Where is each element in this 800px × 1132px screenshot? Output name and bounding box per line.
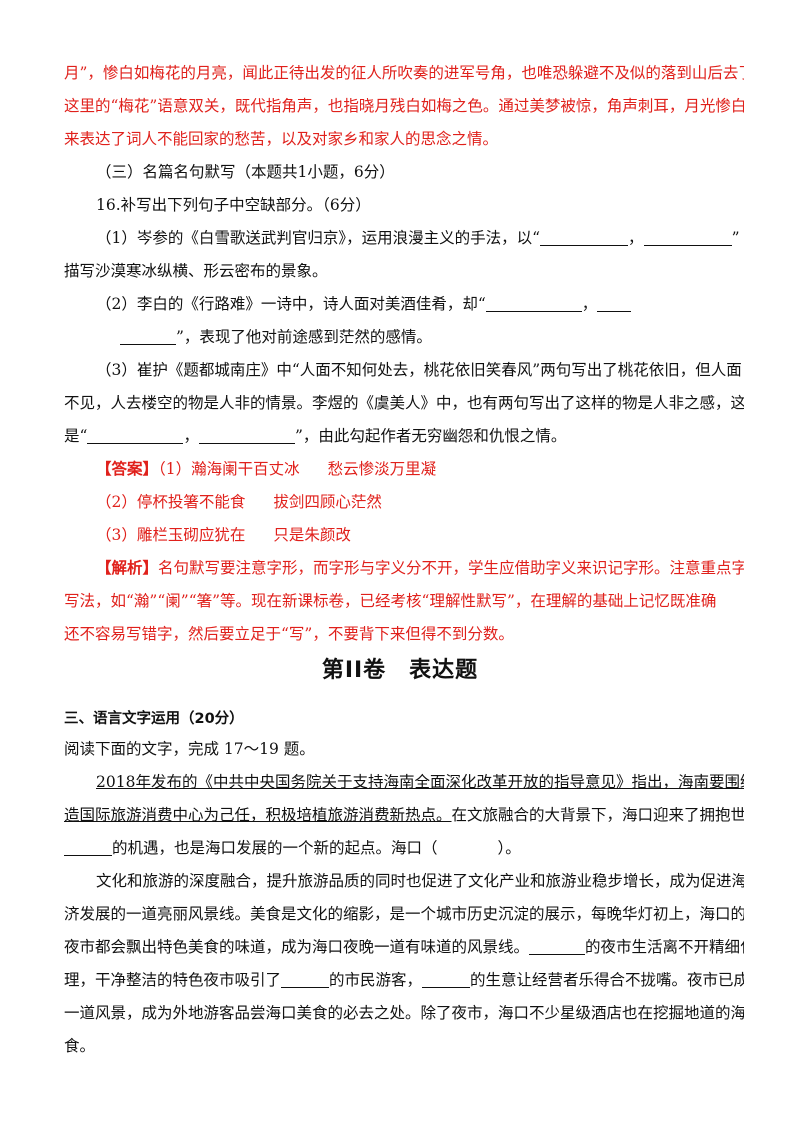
reading-p2-line3: 夜市都会飘出特色美食的味道，成为海口夜晚一道有味道的风景线。的夜市生活离不开精细… bbox=[64, 938, 744, 956]
explain-line-2: 这里的“梅花”语意双关，既代指角声，也指晓月残白如梅之色。通过美梦被惊，角声刺耳… bbox=[64, 97, 744, 115]
reading-p2-line1: 文化和旅游的深度融合，提升旅游品质的同时也促进了文化产业和旅游业稳步增长，成为促… bbox=[96, 872, 744, 890]
reading-p1-line3: 的机遇，也是海口发展的一个新的起点。海口（）。 bbox=[64, 836, 744, 860]
reading-p1-line1: 2018年发布的《中共中央国务院关于支持海南全面深化改革开放的指导意见》指出，海… bbox=[96, 773, 744, 791]
answer-line-3: （3）雕栏玉砌应犹在只是朱颜改 bbox=[96, 526, 351, 544]
answer-blank[interactable] bbox=[198, 427, 295, 444]
answer-blank[interactable] bbox=[643, 229, 732, 246]
analysis-line-2: 写法，如“瀚”“阑”“箸”等。现在新课标卷，已经考核“理解性默写”，在理解的基础… bbox=[64, 592, 717, 610]
q16-part3-line1: （3）崔护《题都城南庄》中“人面不知何处去，桃花依旧笑春风”两句写出了桃花依旧，… bbox=[96, 361, 742, 379]
part-title: 第II卷 表达题 bbox=[321, 658, 479, 683]
explain-line-3: 来表达了词人不能回家的愁苦，以及对家乡和家人的思念之情。 bbox=[64, 130, 499, 148]
section-heading: （三）名篇名句默写（本题共1小题，6分） bbox=[96, 163, 395, 181]
q16-part2-line2: ”，表现了他对前途感到茫然的感情。 bbox=[120, 325, 744, 349]
analysis-tag: 【解析】 bbox=[96, 558, 159, 577]
answer-blank[interactable] bbox=[485, 295, 582, 312]
question-16-stem: 16.补写出下列句子中空缺部分。（6分） bbox=[96, 196, 371, 214]
answer-blank[interactable] bbox=[87, 427, 184, 444]
reading-intro: 阅读下面的文字，完成 17～19 题。 bbox=[64, 740, 315, 758]
q16-part3-line3: 是“，”，由此勾起作者无穷幽怨和仇恨之情。 bbox=[64, 427, 567, 445]
reading-p2-line4: 理，干净整洁的特色夜市吸引了的市民游客，的生意让经营者乐得合不拢嘴。夜市已成为 bbox=[64, 971, 744, 989]
q16-part2-line: （2）李白的《行路难》一诗中，诗人面对美酒佳肴，却“， bbox=[96, 292, 744, 316]
part3-heading: 三、语言文字运用（20分） bbox=[64, 711, 244, 727]
reading-p2-line2: 济发展的一道亮丽风景线。美食是文化的缩影，是一个城市历史沉淀的展示，每晚华灯初上… bbox=[64, 905, 744, 923]
reading-p2-line6: 食。 bbox=[64, 1037, 96, 1055]
answer-blank[interactable] bbox=[281, 971, 330, 988]
q16-part1-line2: 描写沙漠寒冰纵横、形云密布的景象。 bbox=[64, 262, 328, 280]
reading-p1-line2: 造国际旅游消费中心为己任，积极培植旅游消费新热点。在文旅融合的大背景下，海口迎来… bbox=[64, 806, 744, 824]
analysis-line-3: 还不容易写错字，然后要立足于“写”，不要背下来但得不到分数。 bbox=[64, 625, 514, 643]
analysis-line-1: 【解析】名句默写要注意字形，而字形与字义分不开，学生应借助字义来识记字形。注意重… bbox=[96, 558, 744, 577]
answer-tag: 【答案】 bbox=[96, 459, 159, 478]
answer-line-2: （2）停杯投箸不能食拔剑四顾心茫然 bbox=[96, 493, 382, 511]
reading-p2-line5: 一道风景，成为外地游客品尝海口美食的必去之处。除了夜市，海口不少星级酒店也在挖掘… bbox=[64, 1004, 744, 1022]
answer-blank[interactable] bbox=[597, 295, 632, 312]
answer-blank[interactable] bbox=[64, 839, 112, 856]
q16-part3-line2: 不见，人去楼空的物是人非的情景。李煜的《虞美人》中，也有两句写出了这样的物是人非… bbox=[64, 394, 744, 412]
answer-blank[interactable] bbox=[422, 971, 471, 988]
explain-line-1: 月”，惨白如梅花的月亮，闻此正待出发的征人所吹奏的进军号角，也唯恐躲避不及似的落… bbox=[64, 64, 744, 82]
answer-blank[interactable] bbox=[540, 229, 629, 246]
answer-line-1: 【答案】（1）瀚海阑干百丈冰愁云惨淡万里凝 bbox=[96, 459, 437, 478]
answer-blank[interactable] bbox=[529, 938, 586, 955]
q16-part1-line: （1）岑参的《白雪歌送武判官归京》，运用浪漫主义的手法，以“，” bbox=[96, 229, 740, 247]
answer-blank[interactable] bbox=[120, 328, 176, 345]
